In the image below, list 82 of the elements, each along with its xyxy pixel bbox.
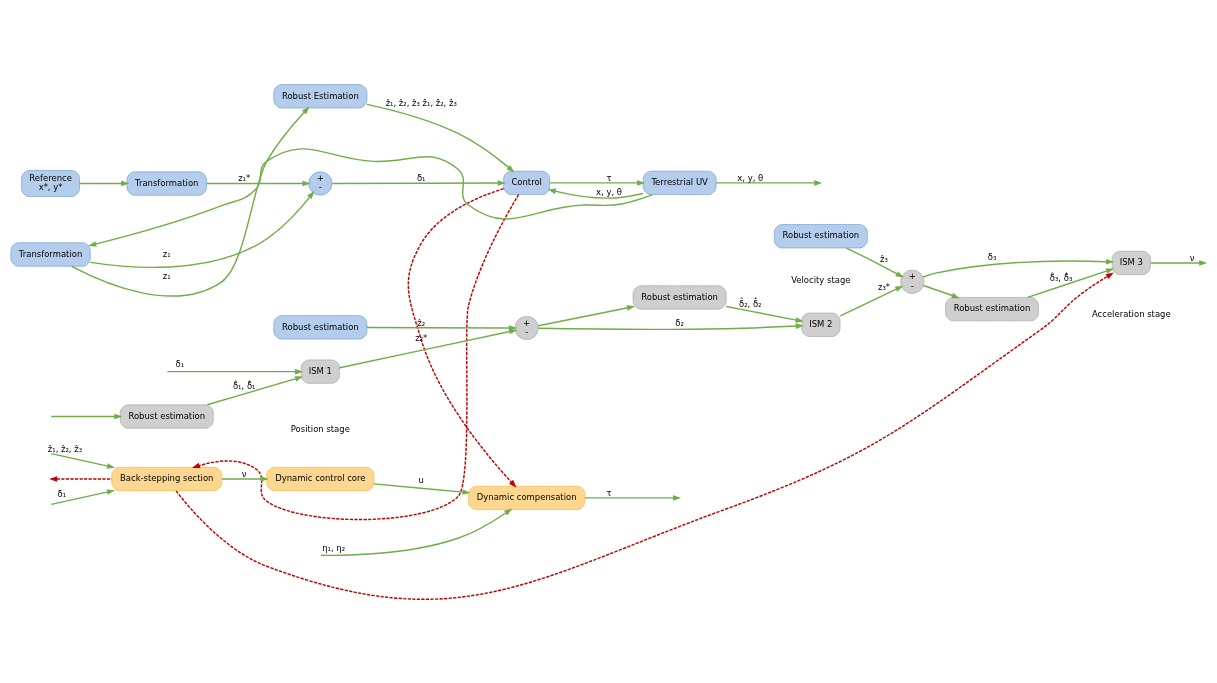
arrow: [549, 179, 646, 186]
edge-label: δ̂₃, δ̂̇₃: [1049, 272, 1073, 283]
edge-label: η₁, η₂: [322, 542, 346, 553]
arrow: [206, 375, 304, 405]
arrow: [1149, 259, 1208, 266]
arrow: [407, 187, 517, 488]
arrow: [366, 324, 517, 331]
arrow: [70, 106, 310, 297]
arrow: [50, 488, 116, 505]
arrow: [89, 190, 315, 268]
edge-label: z₂*: [415, 332, 428, 343]
edge-label: z₁: [162, 270, 171, 281]
edge-label: ẑ₂: [417, 317, 426, 328]
arrow: [331, 179, 506, 186]
arrow: [49, 475, 113, 482]
edge-label: z₁: [162, 248, 171, 259]
node-box: Control: [503, 170, 551, 195]
arrow: [839, 285, 904, 317]
node-circle: + -: [308, 171, 333, 196]
node-box: Robust estimation: [119, 404, 214, 429]
node-box: Dynamic control core: [266, 466, 375, 491]
node-circle: + -: [900, 269, 925, 294]
arrow: [584, 494, 682, 501]
arrow: [922, 258, 1115, 278]
arrow: [320, 507, 513, 556]
edge-label: z₁*: [238, 172, 251, 183]
arrow: [547, 187, 644, 199]
edge-label: δ₁: [57, 488, 67, 499]
node-box: ISM 3: [1111, 250, 1151, 275]
label: Acceleration stage: [1091, 308, 1171, 319]
node-box: Robust estimation: [632, 284, 727, 309]
node-circle: + -: [514, 315, 539, 340]
arrow: [715, 179, 823, 186]
arrow: [166, 368, 304, 374]
edge-label: δ̂₂, δ̂̇₂: [738, 298, 762, 309]
edge-label: ν: [241, 468, 247, 479]
arrow: [373, 482, 471, 495]
edge-label: τ: [606, 172, 612, 183]
node-box: Robust Estimation: [273, 83, 368, 108]
arrow: [537, 304, 636, 327]
node-box: ISM 2: [801, 312, 841, 337]
arrow: [205, 180, 311, 186]
arrow: [1026, 267, 1115, 298]
node-box: ISM 1: [300, 359, 340, 384]
edge-label: z₃*: [877, 281, 891, 292]
arrow: [191, 193, 520, 520]
node-box: Dynamic compensation: [468, 485, 586, 510]
node-box: Transformation: [10, 241, 91, 266]
edge-label: ẑ₃: [880, 253, 888, 264]
arrow: [88, 147, 654, 247]
edge-label: δ₂: [675, 317, 684, 328]
edge-label: δ̂₁, δ̂̇₁: [232, 380, 256, 391]
arrow: [50, 452, 116, 469]
arrow: [78, 180, 130, 186]
arrow: [537, 322, 804, 330]
node-box: Robust estimation: [774, 223, 868, 248]
label: Position stage: [290, 423, 350, 434]
edge-label: u: [418, 474, 424, 485]
node-box: Transformation: [126, 171, 207, 196]
edge-label: ẑ₁, ẑ₂, ẑ₃: [47, 443, 83, 454]
edge-label: x, y, θ: [737, 172, 764, 183]
label: Velocity stage: [791, 274, 851, 285]
edge-label: δ₁: [416, 172, 426, 183]
node-box: Robust estimation: [945, 296, 1039, 321]
arrow: [221, 475, 269, 482]
arrow: [175, 271, 1114, 600]
arrow: [922, 284, 960, 298]
edge-label: ν: [1189, 252, 1195, 263]
node-box: Reference x*, y*: [21, 169, 80, 197]
edge-label: δ₁: [175, 358, 185, 369]
edge-label: τ: [606, 487, 612, 498]
edge-label: ẑ₁, ẑ₂, ẑ₃ ẑ̇₁, ẑ̇₂, ẑ̇₃: [385, 97, 457, 108]
arrow: [845, 246, 904, 278]
node-box: Robust estimation: [273, 314, 368, 339]
node-box: Terrestrial UV: [642, 170, 717, 195]
arrow: [725, 305, 804, 323]
arrow: [338, 328, 518, 368]
arrow: [366, 103, 515, 172]
edge-label: δ₃: [987, 251, 997, 262]
edge-label: x, y, θ: [596, 186, 622, 197]
arrow: [50, 413, 123, 419]
node-box: Back-stepping section: [111, 466, 223, 491]
